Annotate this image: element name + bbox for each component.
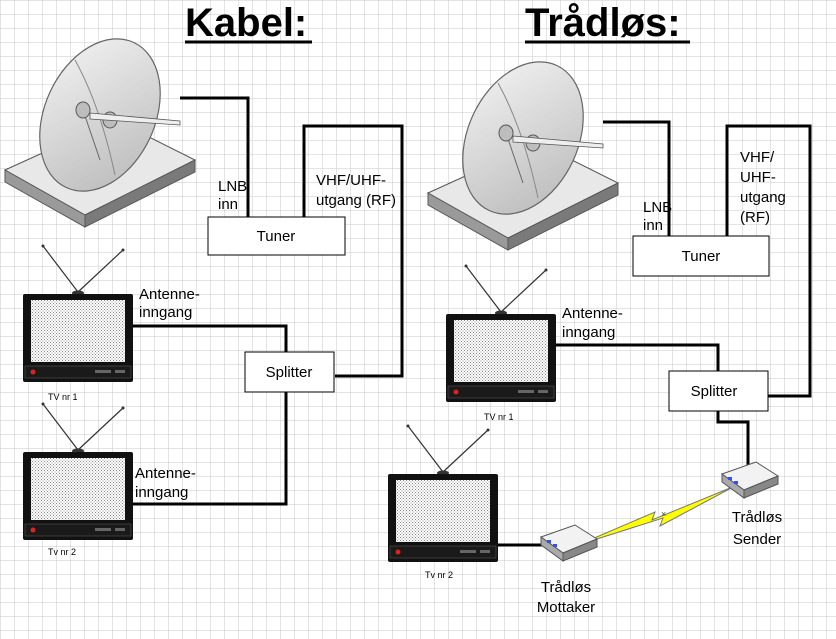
title-kabel: Kabel: (185, 1, 312, 45)
svg-text:Antenne-: Antenne- (562, 305, 623, 322)
tradlos-antenne-label: Antenne- inngang (562, 305, 623, 341)
svg-text:Kabel:: Kabel: (185, 1, 307, 45)
svg-text:UHF-: UHF- (740, 169, 776, 186)
svg-text:Splitter: Splitter (691, 383, 738, 400)
kabel-tuner-box: Tuner (207, 216, 346, 256)
svg-text:inngang: inngang (139, 304, 192, 321)
title-tradlos: Trådløs: (525, 1, 690, 45)
kabel-lnb-label: LNB inn (218, 178, 247, 213)
tradlos-tv-1-label: TV nr 1 (484, 412, 514, 422)
kabel-wires (130, 96, 404, 506)
tradlos-sender-label: Trådløs Sender (732, 509, 782, 548)
svg-text:VHF/: VHF/ (740, 149, 775, 166)
tradlos-tuner-box: Tuner (632, 235, 770, 277)
svg-text:Trådløs:: Trådløs: (525, 1, 681, 45)
tradlos-vhf-label: VHF/ UHF- utgang (RF) (740, 149, 786, 226)
svg-text:Tuner: Tuner (682, 248, 721, 265)
svg-text:utgang (RF): utgang (RF) (316, 192, 396, 209)
svg-text:LNB: LNB (643, 199, 672, 216)
svg-text:VHF/UHF-: VHF/UHF- (316, 172, 386, 189)
kabel-vhf-label: VHF/UHF- utgang (RF) (316, 172, 396, 209)
svg-text:(RF): (RF) (740, 209, 770, 226)
svg-text:Mottaker: Mottaker (537, 599, 595, 616)
tradlos-lnb-label: LNB inn (643, 199, 672, 234)
kabel-antenne-label-1: Antenne- inngang (139, 286, 200, 321)
tradlos-tv-2-label: Tv nr 2 (425, 570, 453, 580)
kabel-antenne-label-2: Antenne- inngang (135, 465, 196, 501)
kabel-tv-1-label: TV nr 1 (48, 392, 78, 402)
svg-text:utgang: utgang (740, 189, 786, 206)
tradlos-splitter-box: Splitter (668, 370, 769, 412)
svg-text:Sender: Sender (733, 531, 781, 548)
svg-text:Trådløs: Trådløs (541, 579, 591, 596)
tradlos-mottaker-label: Trådløs Mottaker (537, 579, 595, 616)
svg-text:Antenne-: Antenne- (135, 465, 196, 482)
svg-text:inn: inn (218, 196, 238, 213)
svg-text:inngang: inngang (135, 484, 188, 501)
tradlos-wires (495, 120, 812, 547)
svg-text:Trådløs: Trådløs (732, 509, 782, 526)
svg-text:inngang: inngang (562, 324, 615, 341)
svg-text:inn: inn (643, 217, 663, 234)
svg-text:LNB: LNB (218, 178, 247, 195)
kabel-splitter-box: Splitter (244, 351, 335, 393)
svg-text:Tuner: Tuner (257, 228, 296, 245)
svg-text:Antenne-: Antenne- (139, 286, 200, 303)
svg-text:Splitter: Splitter (266, 364, 313, 381)
wireless-link-marker: × (661, 509, 666, 519)
kabel-tv-2-label: Tv nr 2 (48, 547, 76, 557)
